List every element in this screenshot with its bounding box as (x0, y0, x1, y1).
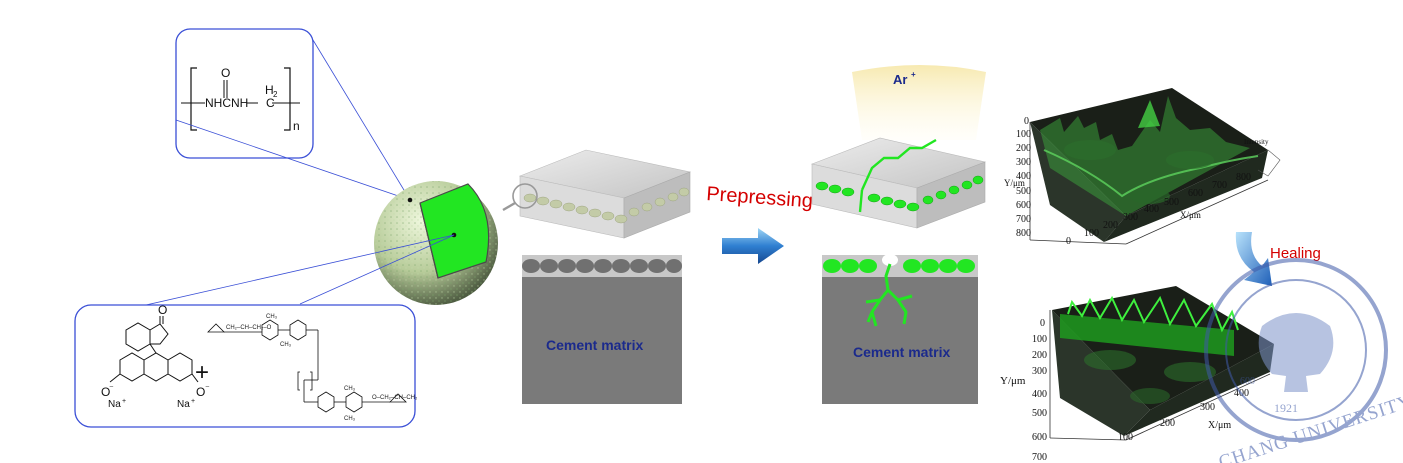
seal-number: 600 (1240, 376, 1255, 387)
healed-crack (865, 263, 913, 327)
slab-before (502, 149, 692, 239)
dye-o-right-charge: ⁻ (205, 383, 210, 393)
carbonyl-oxygen: O (221, 66, 230, 80)
y-tick: 300 (1032, 366, 1047, 377)
x-axis-label: X/μm (1208, 420, 1231, 431)
epoxy-resin-structure (207, 319, 407, 413)
seal-year: 1921 (1274, 401, 1298, 415)
y-tick: 100 (1032, 334, 1047, 345)
cement-section-left: Cement matrix (522, 255, 682, 404)
epoxy-substituent: CH₃ (280, 342, 292, 348)
x-tick: 200 (1103, 220, 1118, 231)
ar-ion-charge: + (911, 70, 916, 79)
y-tick: 700 (1032, 452, 1047, 463)
fluorescence-plot-top: 100 200 300 400 500 600 700 800 0 Y/μm 0… (1004, 88, 1281, 247)
methylene-h: H (265, 83, 274, 97)
tree-icon (1258, 313, 1334, 392)
y-tick: 100 (1016, 129, 1031, 140)
ar-ion-label: Ar (893, 72, 907, 87)
y-tick: 600 (1016, 200, 1031, 211)
leader-line-core (299, 234, 455, 305)
y-tick: 400 (1032, 389, 1047, 400)
epoxy-substituent: CH₃ (344, 386, 356, 392)
methylene-h-subscript: 2 (273, 90, 278, 99)
leader-line-shell (312, 39, 411, 201)
x-tick: 400 (1144, 204, 1159, 215)
cement-matrix-label-left: Cement matrix (546, 337, 643, 353)
x-tick: 0 (1066, 236, 1071, 247)
y-tick: 0 (1040, 318, 1045, 329)
healing-step: Healing (1235, 232, 1321, 286)
sodium-left-charge: + (122, 398, 126, 405)
z-axis-label: Intensity (1244, 138, 1269, 146)
prepressing-label: Prepressing (706, 183, 814, 212)
y-tick: 200 (1032, 350, 1047, 361)
healing-label: Healing (1270, 245, 1321, 262)
epoxy-substituent: CH₃ (344, 416, 356, 422)
ar-beam: Ar + (852, 65, 986, 140)
capsule-layer-before (523, 187, 690, 224)
curved-down-arrow-icon (1235, 232, 1272, 286)
fluorescein-structure (109, 316, 199, 383)
x-tick: 300 (1123, 212, 1138, 223)
y-tick: 500 (1016, 186, 1031, 197)
dye-o-right: O (196, 385, 205, 399)
y-axis-label: Y/μm (1000, 375, 1026, 387)
right-arrow-icon (722, 228, 784, 264)
dye-o-left-charge: ⁻ (109, 383, 114, 393)
epoxy-chain-text: O–CH₂–CH–CH₂ (372, 395, 418, 401)
x-tick: 700 (1212, 180, 1227, 191)
fluorescence-plot-bottom: 0 100 200 300 400 500 600 700 Y/μm 100 2… (1000, 286, 1274, 463)
x-tick: 500 (1164, 197, 1179, 208)
prepressing-step: Prepressing (706, 183, 814, 264)
dye-o-left: O (101, 385, 110, 399)
sodium-left: Na (108, 399, 121, 410)
plus-sign: + (195, 359, 209, 386)
sodium-right: Na (177, 399, 190, 410)
y-tick: 600 (1032, 432, 1047, 443)
core-formula-panel: O O ⁻ O ⁻ Na + Na + + CH₂ (74, 303, 418, 428)
x-tick: 600 (1188, 188, 1203, 199)
seal-text: CHANG UNIVERSITY (1216, 391, 1403, 463)
y-tick: 0 (1024, 116, 1029, 127)
epoxy-chain-text: CH₂–CH–CH₂–O (226, 325, 272, 331)
y-tick: 200 (1016, 143, 1031, 154)
slab-after (810, 137, 987, 229)
x-tick: 100 (1118, 432, 1133, 443)
capsule-layer-after (815, 175, 984, 212)
methylene-carbon: C (266, 96, 275, 110)
y-axis-label: Y/μm (1004, 178, 1025, 188)
polymer-n: n (293, 119, 300, 133)
cement-matrix-label-right: Cement matrix (853, 344, 950, 360)
y-tick: 300 (1016, 157, 1031, 168)
sodium-right-charge: + (191, 398, 195, 405)
polymer-repeat-unit: NHCNH (205, 96, 248, 110)
x-tick: 800 (1236, 172, 1251, 183)
y-tick: 800 (1016, 228, 1031, 239)
x-tick: 300 (1200, 402, 1215, 413)
epoxy-substituent: CH₃ (266, 314, 278, 320)
cement-section-right: Cement matrix (822, 254, 978, 404)
polymer-formula-panel: O NHCNH C H 2 n (175, 28, 314, 159)
leader-line-shell (175, 119, 411, 201)
x-tick: 200 (1160, 418, 1175, 429)
dye-carbonyl-o: O (158, 303, 167, 317)
y-tick: 400 (1016, 171, 1031, 182)
y-tick: 700 (1016, 214, 1031, 225)
x-tick: 100 (1084, 228, 1099, 239)
x-axis-label: X/μm (1180, 210, 1201, 220)
y-tick: 500 (1032, 408, 1047, 419)
